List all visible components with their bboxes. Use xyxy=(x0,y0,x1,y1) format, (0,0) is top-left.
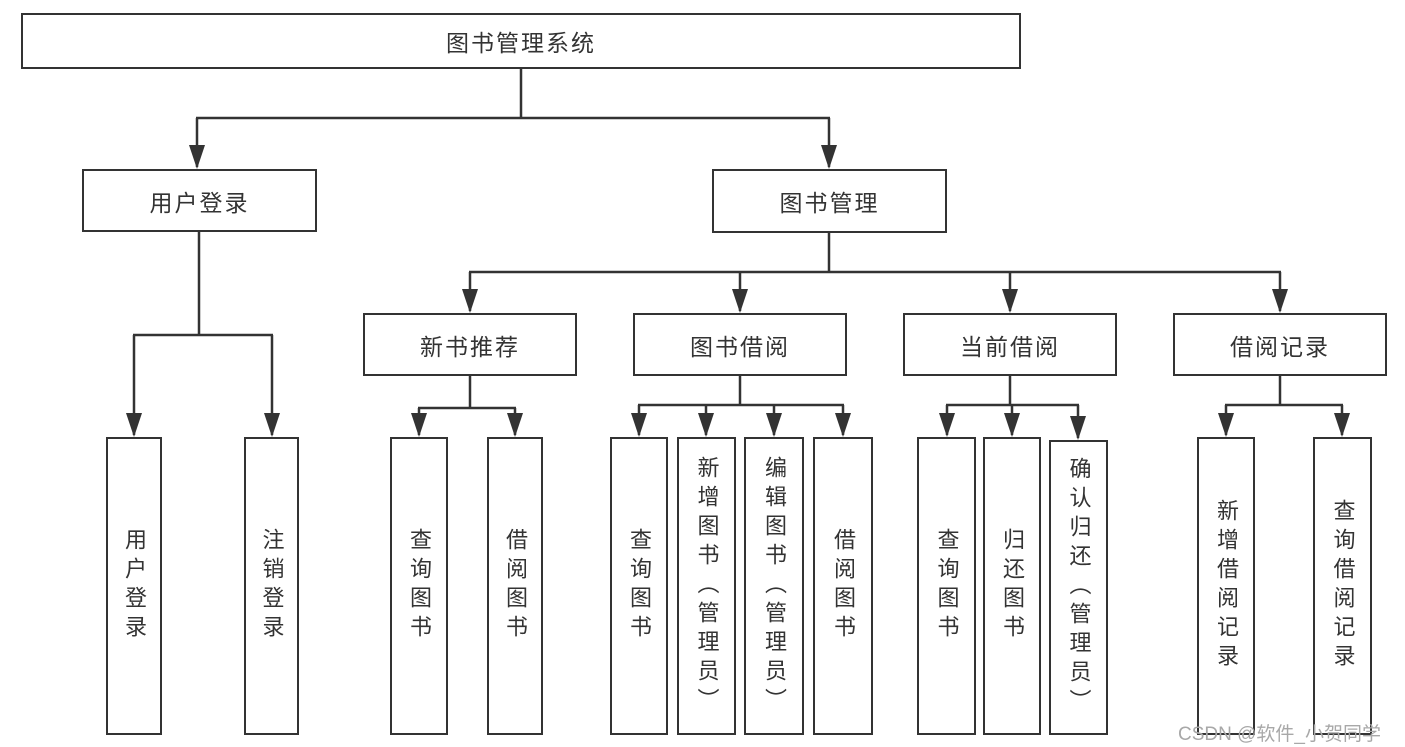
node-user-login-group: 用户登录 xyxy=(82,169,317,232)
node-book-borrowing: 图书借阅 xyxy=(633,313,847,376)
leaf-return-books: 归还图书 xyxy=(983,437,1041,735)
node-book-management: 图书管理 xyxy=(712,169,947,233)
csdn-watermark: CSDN @软件_小贺同学 xyxy=(1178,724,1381,745)
leaf-confirm-return-admin: 确认归还（管理员） xyxy=(1049,440,1108,735)
node-new-book-recommend: 新书推荐 xyxy=(363,313,577,376)
leaf-query-books-borrowing: 查询图书 xyxy=(610,437,668,735)
leaf-edit-book-admin: 编辑图书（管理员） xyxy=(744,437,804,735)
node-system-root: 图书管理系统 xyxy=(21,13,1021,69)
leaf-borrow-books-recommend: 借阅图书 xyxy=(487,437,543,735)
node-current-borrowing: 当前借阅 xyxy=(903,313,1117,376)
leaf-query-books-recommend: 查询图书 xyxy=(390,437,448,735)
leaf-add-book-admin: 新增图书（管理员） xyxy=(677,437,736,735)
leaf-add-borrow-record: 新增借阅记录 xyxy=(1197,437,1255,735)
leaf-borrow-books: 借阅图书 xyxy=(813,437,873,735)
leaf-query-borrow-record: 查询借阅记录 xyxy=(1313,437,1372,735)
leaf-user-login: 用户登录 xyxy=(106,437,162,735)
leaf-logout: 注销登录 xyxy=(244,437,299,735)
leaf-query-books-current: 查询图书 xyxy=(917,437,976,735)
node-borrow-records: 借阅记录 xyxy=(1173,313,1387,376)
